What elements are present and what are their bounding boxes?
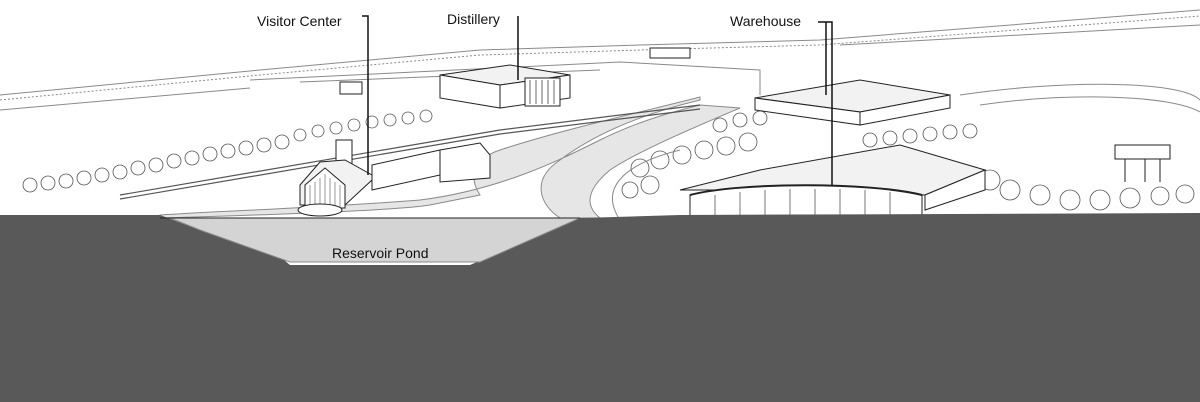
tree-cluster-center <box>621 110 768 199</box>
leader-lines <box>362 15 833 185</box>
far-tree-lines <box>0 9 1200 113</box>
tree-row-mid-left <box>293 109 433 142</box>
tree-cluster-right <box>862 123 1195 211</box>
label-reservoir-pond: Reservoir Pond <box>332 245 429 261</box>
warehouse-rear-side <box>859 94 951 126</box>
warehouse-section-roof-truss <box>689 184 923 196</box>
visitor-center-pavilion <box>439 142 491 183</box>
warehouse-front-side <box>924 169 986 211</box>
leader-warehouse <box>818 21 833 185</box>
right-structure-deck <box>1114 144 1171 160</box>
track-right <box>959 83 1200 101</box>
visitor-center-building <box>297 139 491 217</box>
rail-line <box>119 104 701 196</box>
tree-line-back <box>0 9 1200 96</box>
tree-rows <box>22 109 1195 211</box>
road-curve-right <box>612 149 681 221</box>
field-edge-left <box>0 87 251 111</box>
entry-roundabout <box>297 203 343 217</box>
tree-row-front-left <box>22 134 290 193</box>
rail-line-2 <box>119 108 701 200</box>
right-structure <box>1114 144 1171 182</box>
label-distillery: Distillery <box>447 11 500 27</box>
small-building-far <box>339 81 363 95</box>
leader-visitor-center <box>362 15 369 175</box>
small-building-far-2 <box>649 47 691 59</box>
tree-line-back-2 <box>0 15 1200 101</box>
label-warehouse: Warehouse <box>730 13 801 29</box>
field-edge-right <box>839 24 1200 46</box>
label-visitor-center: Visitor Center <box>257 13 342 29</box>
field-road-back <box>249 61 761 95</box>
distillery-building <box>339 47 691 109</box>
distillery-glazing <box>529 80 555 104</box>
ground-section <box>0 213 1200 402</box>
track-right-2 <box>979 96 1200 113</box>
